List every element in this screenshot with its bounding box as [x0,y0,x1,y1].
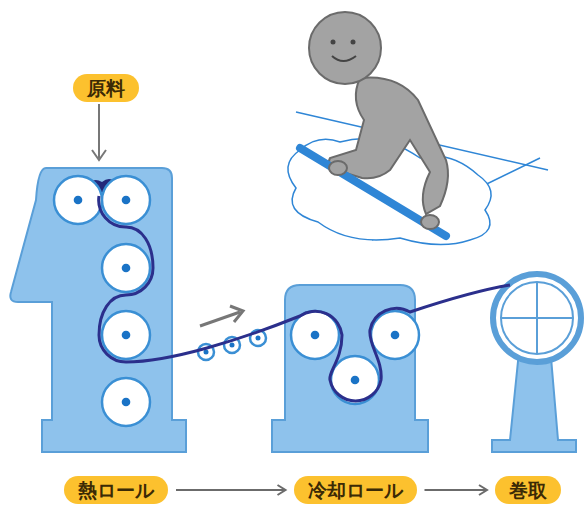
roll-axle [122,331,131,340]
roll-axle [122,196,131,205]
roll-axle [122,398,131,407]
handling-rod [300,148,446,236]
direction-arrowhead [230,306,243,322]
worker-smile [332,56,356,61]
winder-reel-inner [501,282,573,354]
worker-hand [421,215,439,229]
roll [102,311,150,359]
worker-hand [329,161,347,175]
label-pill: 巻取 [495,476,561,504]
idler-rolls [198,330,266,360]
cooling-rolls [291,311,419,404]
label-pill: 原料 [73,74,139,102]
roll-axle [122,264,131,273]
worker-body [329,77,448,214]
roll-axle [256,336,261,341]
roll [102,244,150,292]
hot-roll-machine [10,168,186,452]
roll-axle [311,331,320,340]
pill-text: 巻取 [509,478,547,502]
label-pill: 冷却ロール [294,476,417,504]
roll-axle [230,343,235,348]
roll [371,311,419,359]
label-pill: 熱ロール [64,476,168,504]
feed-arrow [98,104,100,158]
roll [102,378,150,426]
roll-axle [391,331,400,340]
roll [54,176,102,224]
roll-axle [351,376,360,385]
flow-arrow [425,489,488,491]
roll-axle [74,196,83,205]
pill-text: 冷却ロール [308,478,403,502]
winder-spoke [536,282,538,354]
worker-eye [331,40,336,45]
feed-arrowhead [92,150,106,160]
pill-text: 原料 [87,76,125,100]
worker-head [309,12,381,84]
direction-arrow [200,312,240,326]
pill-text: 熱ロール [78,478,154,502]
worker-eye [351,40,356,45]
roll [102,176,150,224]
flow-arrow [176,489,286,491]
winder-reel [493,274,581,362]
